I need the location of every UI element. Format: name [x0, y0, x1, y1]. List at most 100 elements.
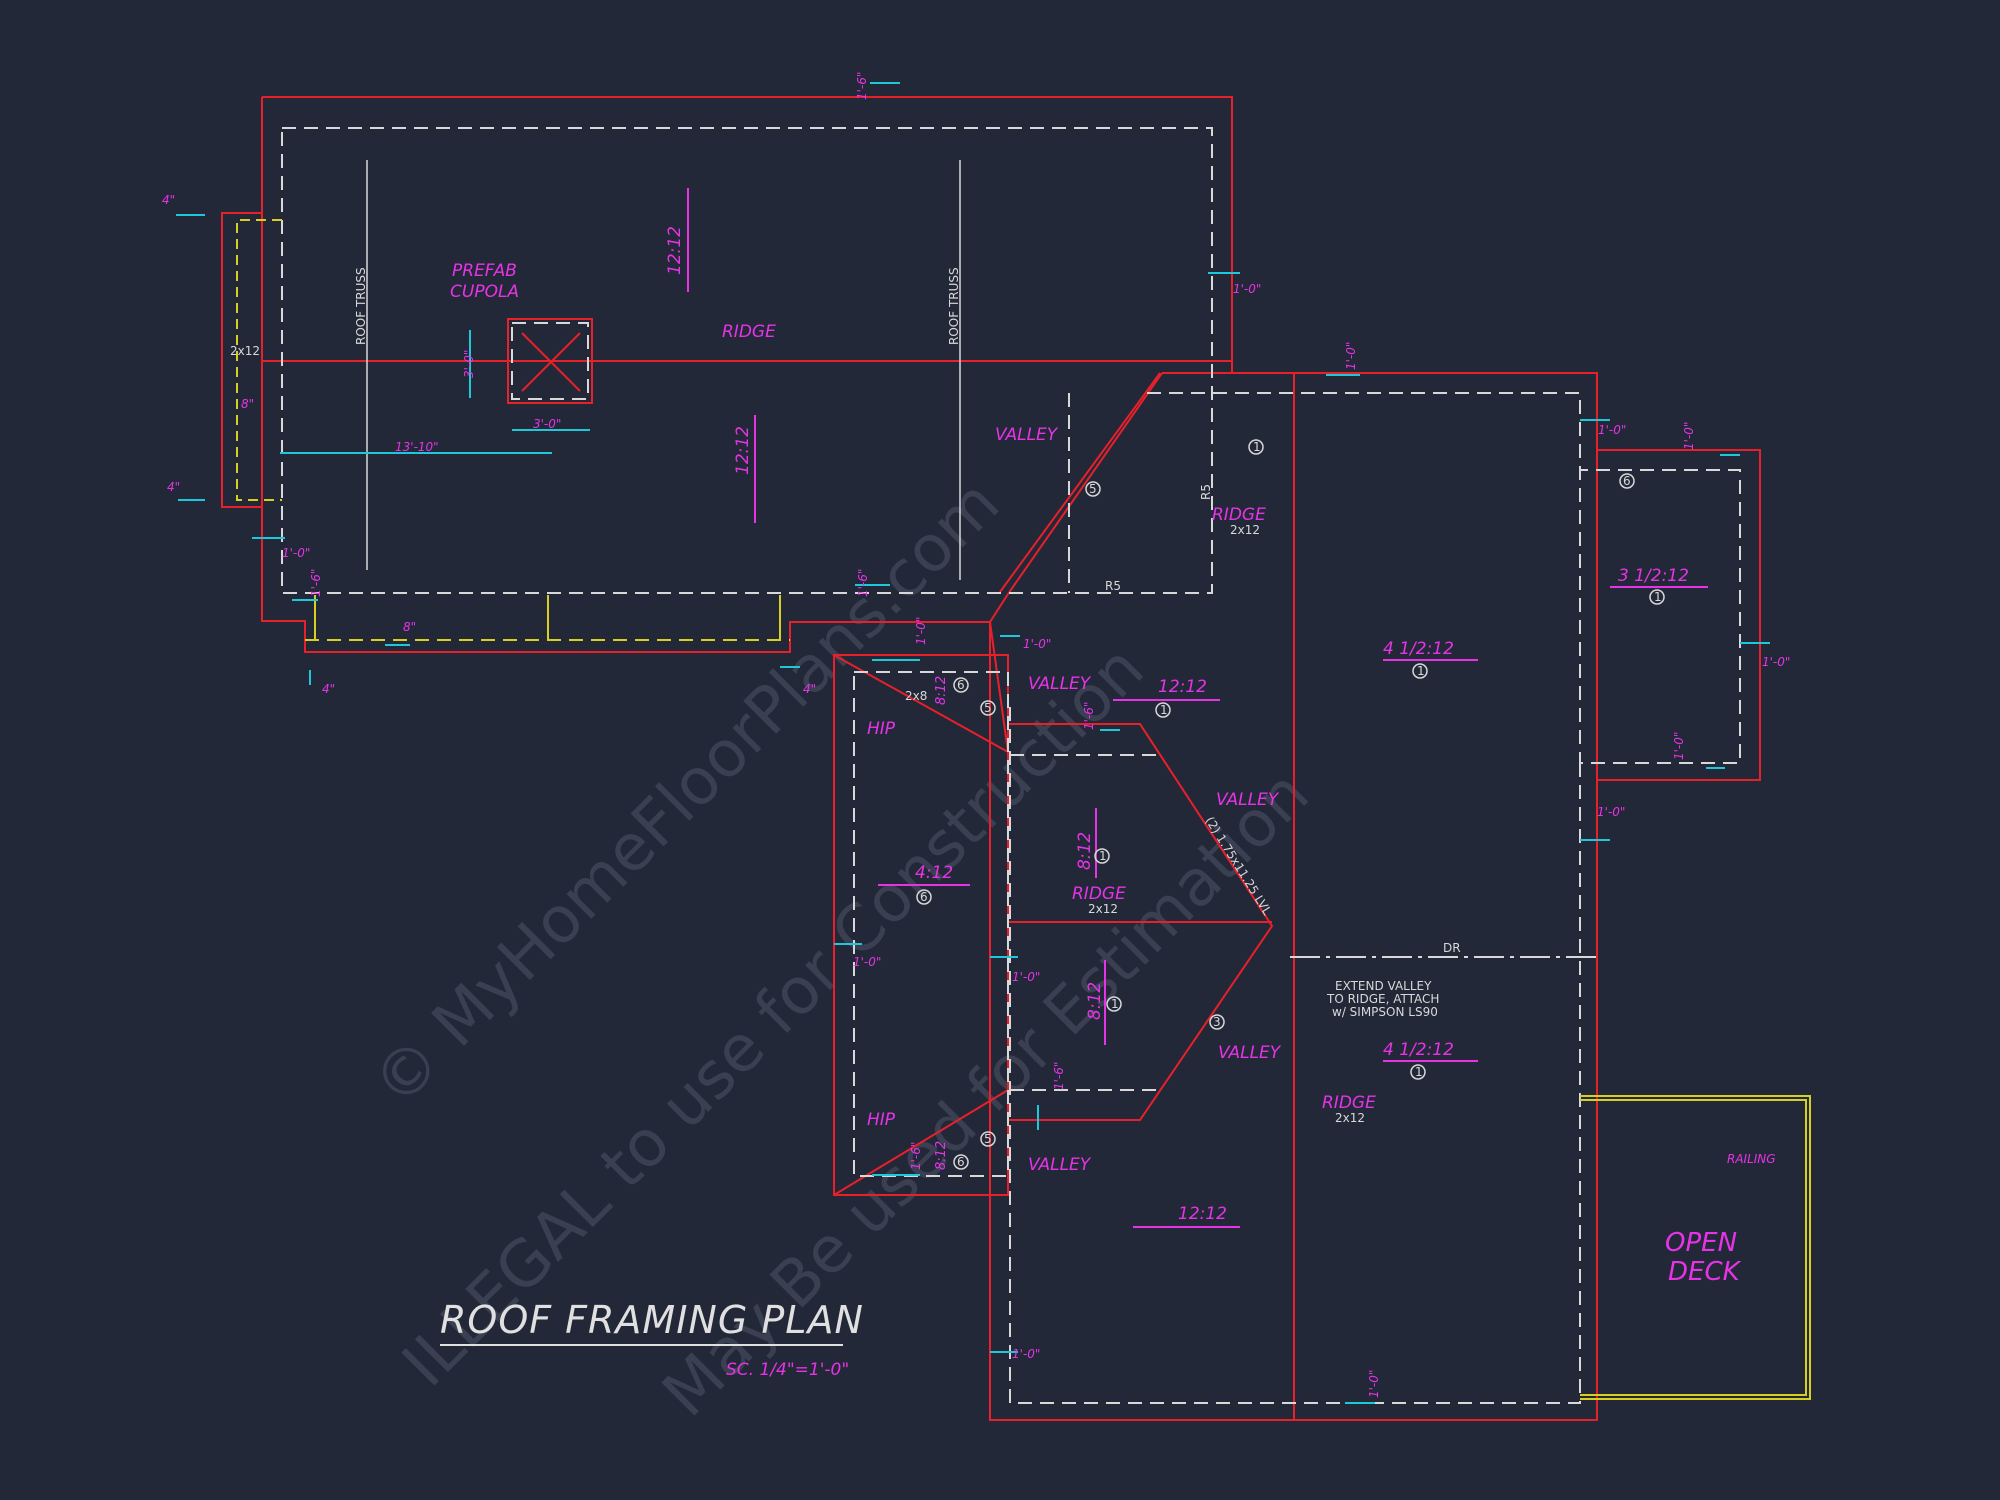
pitch-upper: 12:12 [1158, 677, 1207, 697]
dim-right-1-0-g: 1'-0" [1597, 805, 1625, 819]
valley-label-2: VALLEY [1028, 674, 1092, 694]
plan-title: ROOF FRAMING PLAN [440, 1298, 864, 1342]
note-line-2: TO RIDGE, ATTACH [1326, 992, 1439, 1006]
circle-num-1g: 1 [1415, 1065, 1423, 1079]
ridge-label-3: RIDGE [1072, 884, 1126, 904]
circle-num-3: 3 [1213, 1015, 1221, 1029]
wall-lines [281, 127, 1741, 1404]
dimension-labels: 13'-10" 3'-0" 3'-0" 1'-6" 1'-0" 1'-0" 1'… [162, 72, 1790, 1398]
circle-num-5c: 5 [984, 1132, 992, 1146]
dim-8-b: 8" [403, 620, 416, 634]
r5-label-1: R5 [1105, 579, 1121, 593]
dr-label: DR [1443, 941, 1461, 955]
circle-num-5b: 5 [984, 701, 992, 715]
ridge-size-3: 2x12 [1088, 902, 1118, 916]
pitch-labels: 12:12 12:12 12:12 12:12 4:12 8:12 8:12 8… [665, 226, 1689, 1224]
valley-label-1: VALLEY [995, 425, 1059, 445]
dim-1-6-d: 1'-6" [909, 1142, 923, 1170]
dim-4-d: 4" [803, 682, 816, 696]
dim-1-0-h: 1'-0" [1023, 637, 1051, 651]
dim-1-0-l: 1'-0" [914, 617, 928, 645]
circle-num-6d: 6 [957, 1155, 965, 1169]
note-line-3: w/ SIMPSON LS90 [1332, 1005, 1438, 1019]
cupola-label-1: PREFAB [452, 261, 517, 281]
pitch-41-2-b: 4 1/2:12 [1383, 1040, 1454, 1060]
circle-num-1b: 1 [1654, 590, 1662, 604]
dim-4-c: 4" [322, 682, 335, 696]
dim-2x12-side: 2x12 [230, 344, 260, 358]
circle-numbers [916, 439, 1665, 1170]
hip-label-2: HIP [867, 1110, 896, 1130]
dim-right-1-0-d: 1'-0" [1682, 422, 1696, 450]
pitch-lower: 12:12 [1178, 1204, 1227, 1224]
dim-1-6-c: 1'-6" [1052, 1062, 1066, 1090]
truss-arrows [366, 160, 961, 580]
circle-num-6c: 6 [920, 890, 928, 904]
circle-num-1f: 1 [1111, 997, 1119, 1011]
ridge-size-2: 2x12 [1230, 523, 1260, 537]
dim-top-1-6: 1'-6" [855, 72, 869, 100]
dim-right-1-0-a: 1'-0" [1233, 282, 1261, 296]
dim-1-6-b: 1'-6" [1082, 702, 1096, 730]
pitch-8-12-b: 8:12 [1085, 982, 1105, 1020]
dim-1-0-k: 1'-0" [1012, 1347, 1040, 1361]
circle-num-1d: 1 [1160, 703, 1168, 717]
pitch-8-12-d: 8:12 [934, 1141, 949, 1170]
dim-right-1-0-e: 1'-0" [1762, 655, 1790, 669]
truss-label-2: ROOF TRUSS [947, 267, 961, 345]
plan-scale: SC. 1/4"=1'-0" [726, 1360, 849, 1380]
circle-num-1e: 1 [1099, 849, 1107, 863]
dim-right-1-0-f: 1'-0" [1672, 732, 1686, 760]
valley-label-5: VALLEY [1028, 1155, 1092, 1175]
dimension-marks [176, 82, 1770, 1404]
dim-4-a: 4" [162, 193, 175, 207]
cupola-label-2: CUPOLA [450, 282, 519, 302]
dim-1-0-m: 1'-0" [282, 546, 310, 560]
dim-1-6-a: 1'-6" [856, 569, 870, 597]
dim-4-b: 4" [167, 480, 180, 494]
ridge-size-4: 2x12 [1335, 1111, 1365, 1125]
hip-label-1: HIP [867, 719, 896, 739]
r5-label-2: R5 [1199, 484, 1213, 500]
ridge-label-main: RIDGE [722, 322, 776, 342]
dim-1-0-j: 1'-0" [1012, 970, 1040, 984]
circle-num-1c: 1 [1417, 664, 1425, 678]
dim-3-0-v: 3'-0" [462, 350, 476, 378]
pitch-8-12-c: 8:12 [934, 676, 949, 705]
cupola-x [521, 332, 581, 392]
dim-1-0-i: 1'-0" [853, 955, 881, 969]
open-deck-label-2: DECK [1668, 1257, 1742, 1287]
circle-num-6a: 6 [1623, 474, 1631, 488]
ridge-label-2: RIDGE [1212, 505, 1266, 525]
pitch-8-12-a: 8:12 [1075, 832, 1095, 870]
pitch-main-bottom: 12:12 [733, 426, 753, 475]
watermark: © MyHomeFloorPlans.com ILLEGAL to use fo… [359, 466, 1323, 1431]
circle-num-1a: 1 [1253, 440, 1261, 454]
ridge-label-4: RIDGE [1322, 1093, 1376, 1113]
watermark-line-1: © MyHomeFloorPlans.com [359, 466, 1014, 1121]
circle-num-5a: 5 [1089, 482, 1097, 496]
circle-num-6b: 6 [957, 678, 965, 692]
circle-number-text: 1 5 6 1 1 6 5 1 6 1 1 3 1 5 6 [920, 440, 1662, 1169]
note-line-1: EXTEND VALLEY [1335, 979, 1432, 993]
pitch-main-top: 12:12 [665, 226, 685, 275]
pitch-31-2: 3 1/2:12 [1618, 566, 1689, 586]
pitch-4-12: 4:12 [915, 863, 953, 883]
valley-label-4: VALLEY [1218, 1043, 1282, 1063]
railing-label: RAILING [1727, 1152, 1776, 1166]
dim-8-a: 8" [241, 397, 254, 411]
valley-label-3: VALLEY [1216, 790, 1280, 810]
pitch-41-2-a: 4 1/2:12 [1383, 639, 1454, 659]
hip-size-1: 2x8 [905, 689, 927, 703]
dim-right-1-0-c: 1'-0" [1598, 423, 1626, 437]
dim-1-6-e: 1'-6" [309, 569, 323, 597]
truss-label-1: ROOF TRUSS [354, 267, 368, 345]
pitch-arrows [687, 188, 1708, 1228]
open-deck-label-1: OPEN [1665, 1228, 1737, 1258]
yellow-framing [236, 219, 1811, 1400]
dim-13-10: 13'-10" [395, 440, 439, 454]
dim-bottom-1-0: 1'-0" [1367, 1370, 1381, 1398]
labels: PREFAB CUPOLA RIDGE VALLEY RIDGE 2x12 VA… [354, 261, 1776, 1287]
dim-3-0-h: 3'-0" [533, 417, 561, 431]
